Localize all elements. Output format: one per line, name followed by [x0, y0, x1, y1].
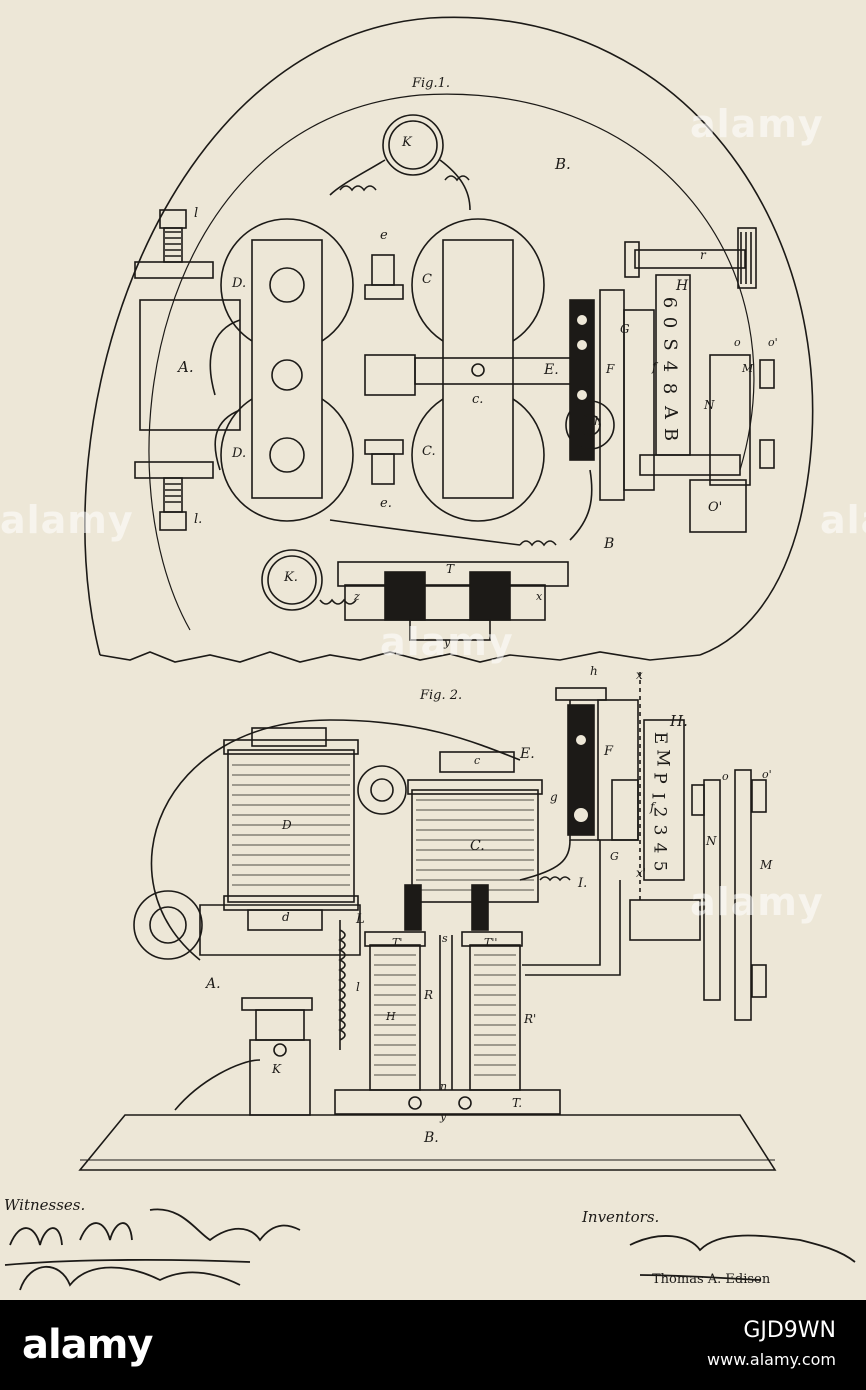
fig2-printwheel-char: 4: [649, 843, 669, 854]
fig2-drawing: [80, 672, 775, 1170]
fig2-label: M: [760, 858, 772, 872]
fig1-label: D.: [232, 446, 246, 461]
fig2-label: E.: [520, 746, 535, 762]
fig2-label: T'': [484, 936, 497, 949]
fig1-label: H: [676, 278, 688, 294]
fig2-label: R': [524, 1012, 536, 1026]
fig1-label: h: [594, 414, 602, 428]
fig2-label: c: [474, 754, 480, 767]
fig2-label: I.: [578, 876, 587, 891]
watermark: alamy: [0, 498, 134, 542]
fig1-label: O': [708, 500, 722, 515]
fig2-label: l: [356, 980, 360, 994]
inventors-label: Inventors.: [582, 1208, 659, 1226]
fig1-printwheel-char: S: [660, 338, 681, 350]
patent-sheet: Fig.1. Fig. 2. B. K l D. D. A. e e. C C.…: [0, 0, 866, 1300]
fig1-label: K.: [284, 570, 298, 585]
fig2-label: G: [610, 850, 619, 863]
fig2-label: n: [440, 1080, 447, 1093]
fig1-label: e: [380, 228, 388, 243]
alamy-logo[interactable]: alamy: [22, 1322, 152, 1368]
watermark: alamy: [690, 102, 824, 146]
fig1-label: D.: [232, 276, 246, 291]
fig2-printwheel-char: I: [647, 793, 667, 800]
fig1-title: Fig.1.: [412, 76, 450, 91]
fig1-label: M: [742, 362, 753, 375]
fig2-printwheel-char: P: [650, 772, 670, 783]
fig2-label: D: [282, 818, 292, 832]
fig2-label: B.: [424, 1130, 439, 1146]
fig2-printwheel-char: 3: [649, 825, 669, 836]
fig2-printwheel-char: E: [650, 732, 670, 744]
fig1-label: N: [704, 398, 715, 412]
fig2-label: g: [550, 790, 558, 804]
fig1-label: B.: [555, 155, 571, 173]
fig1-label: T: [446, 562, 454, 576]
fig2-label: T': [392, 936, 402, 949]
fig1-printwheel-char: 4: [659, 361, 680, 372]
fig1-printwheel-char: 6: [659, 297, 680, 308]
fig2-label: K: [272, 1062, 281, 1076]
fig1-label: l: [194, 206, 198, 221]
watermark: alamy: [690, 880, 824, 924]
fig2-label: H.: [670, 712, 688, 730]
fig1-printwheel-char: 0: [659, 317, 680, 328]
fig2-printwheel-char: M: [653, 749, 673, 766]
fig2-printwheel-char: 2: [649, 807, 669, 818]
fig2-label: x: [636, 668, 643, 682]
fig2-label: d: [282, 910, 290, 924]
fig1-label: t: [586, 384, 590, 397]
witnesses-label: Witnesses.: [4, 1196, 85, 1214]
fig1-label: F: [606, 362, 614, 376]
fig1-label: r: [700, 248, 706, 262]
fig1-label: B: [604, 536, 614, 552]
fig2-label: R: [424, 988, 433, 1002]
fig1-label: A.: [178, 358, 194, 376]
fig1-label: C: [422, 272, 432, 287]
fig2-label: y: [440, 1110, 446, 1123]
fig2-label: o: [722, 770, 729, 783]
fig2-label: o': [762, 768, 772, 781]
image-code: GJD9WN: [743, 1318, 836, 1343]
fig1-label: G: [620, 322, 630, 336]
inventor-2-signature: Thomas A. Edison: [652, 1272, 770, 1287]
fig1-label: f: [652, 360, 656, 374]
fig2-printwheel-char: 5: [649, 861, 669, 872]
watermark: alamy: [820, 498, 866, 542]
fig2-label: x': [636, 866, 646, 880]
fig1-label: E.: [544, 362, 559, 378]
stock-footer: alamy GJD9WN www.alamy.com: [0, 1300, 866, 1390]
watermark: alamy: [380, 620, 514, 664]
fig1-printwheel-char: A: [660, 406, 681, 419]
fig1-label: K: [402, 135, 412, 150]
fig1-label: z: [354, 590, 360, 603]
fig2-label: T.: [512, 1096, 522, 1110]
fig1-label: o': [768, 336, 778, 349]
fig1-label: o: [734, 336, 741, 349]
fig2-label: L: [356, 912, 365, 927]
fig1-label: x: [536, 590, 542, 603]
fig1-printwheel-char: 8: [659, 383, 680, 394]
fig1-label: c.: [472, 392, 483, 407]
fig2-label: N: [706, 834, 717, 848]
fig1-printwheel-char: B: [660, 428, 681, 441]
fig1-label: C.: [422, 444, 436, 459]
fig2-label: s: [442, 932, 448, 945]
site-url[interactable]: www.alamy.com: [707, 1350, 836, 1369]
fig1-label: l.: [194, 512, 202, 527]
fig2-label: C.: [470, 838, 485, 854]
fig2-label: h: [590, 664, 598, 678]
fig2-title: Fig. 2.: [420, 688, 462, 703]
fig2-label: F: [604, 744, 613, 759]
fig1-label: e.: [380, 496, 392, 511]
fig2-label: A.: [206, 976, 221, 992]
fig2-label: H: [386, 1010, 396, 1023]
